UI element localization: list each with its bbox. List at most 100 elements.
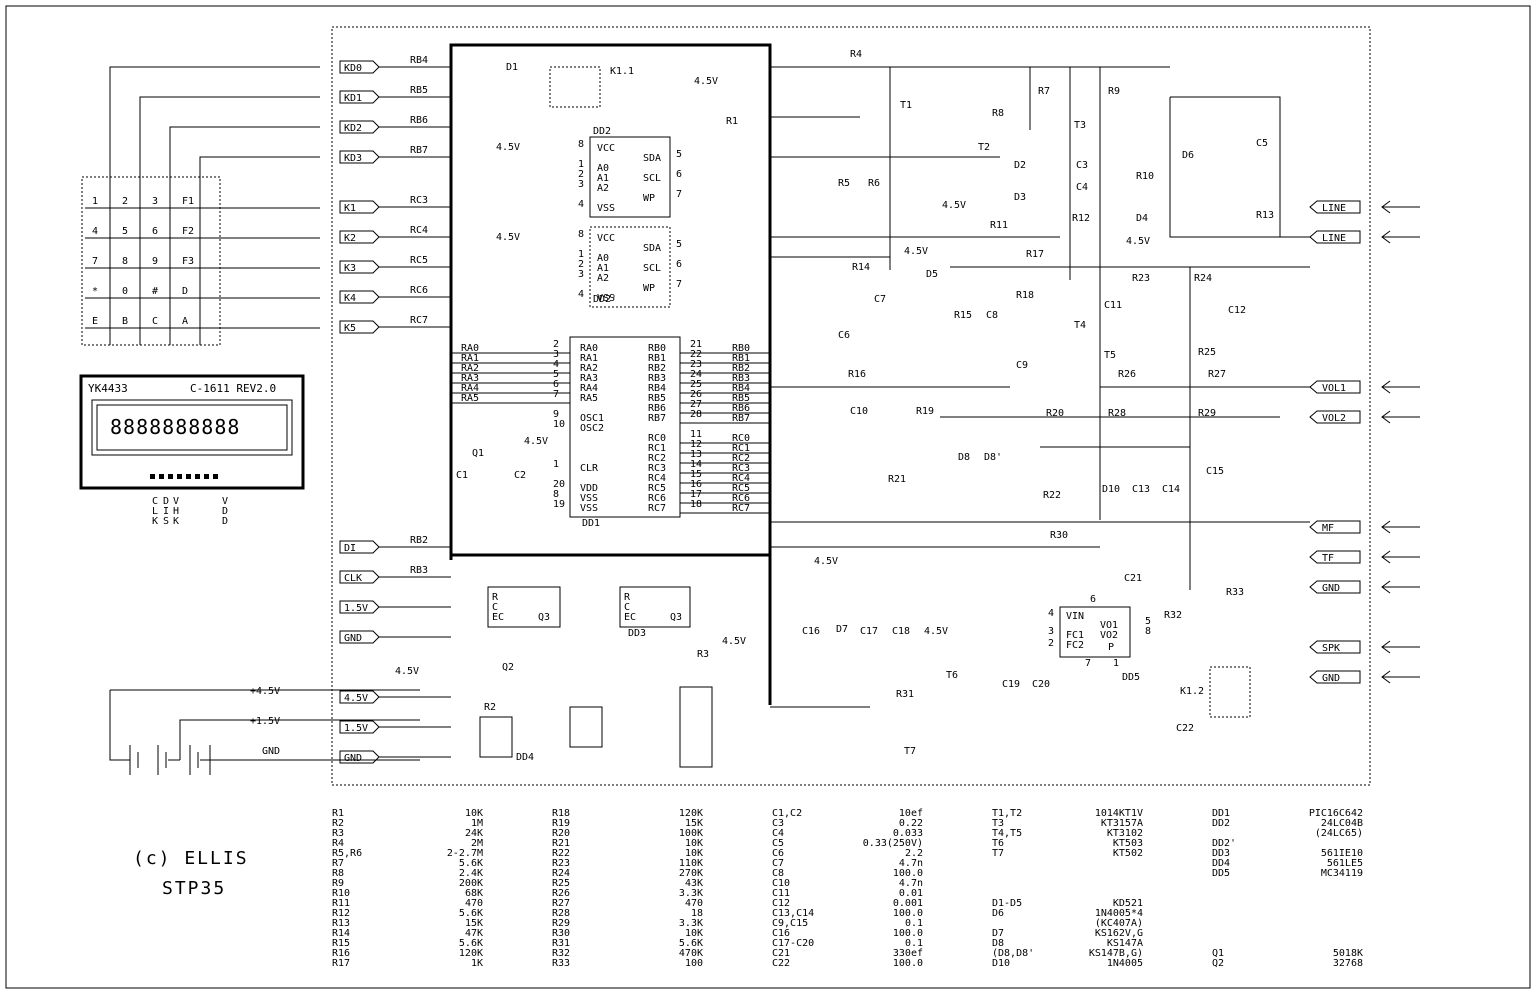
voltage-label: 4.5V — [395, 666, 419, 677]
component-label: D8 — [958, 452, 970, 463]
dd1-pin-number: 26 — [690, 389, 702, 400]
part-ref: R4 — [332, 838, 344, 849]
component-label: R17 — [1026, 249, 1044, 260]
keypad-key: D — [182, 286, 188, 297]
port-pin: RB3 — [410, 565, 428, 576]
bus-label: RB1 — [732, 353, 750, 364]
dd1-pin-number: 20 — [553, 479, 565, 490]
dd1-pin-name: RA4 — [580, 383, 598, 394]
port-tag: 1.5V — [344, 723, 368, 734]
component-label: R28 — [1108, 408, 1126, 419]
component-label: T1 — [900, 100, 912, 111]
board-outline — [331, 26, 1371, 786]
bus-label: RC3 — [732, 463, 750, 474]
port-tag: SPK — [1322, 643, 1340, 654]
part-value: 10ef — [899, 808, 923, 819]
wire — [1381, 200, 1420, 214]
lcd-pin-letter: I — [163, 506, 169, 517]
part-ref: Q2 — [1212, 958, 1224, 969]
component-label: D7 — [836, 624, 848, 635]
component-label: Q1 — [472, 448, 484, 459]
port-tag: LINE — [1322, 203, 1346, 214]
dd1-pin-number: 16 — [690, 479, 702, 490]
part-ref: C4 — [772, 828, 784, 839]
port-pin: RC4 — [410, 225, 428, 236]
part-value: 0.01 — [899, 888, 923, 899]
port-tag: K4 — [344, 293, 356, 304]
port-tag: GND — [1322, 583, 1340, 594]
dd2-pin-name: VSS — [597, 203, 615, 214]
part-value: 100.0 — [893, 928, 923, 939]
wire — [339, 320, 380, 334]
port-tag: KD3 — [344, 153, 362, 164]
part-ref: C8 — [772, 868, 784, 879]
component-label: C16 — [802, 626, 820, 637]
port-tag: GND — [344, 753, 362, 764]
voltage-label: 4.5V — [904, 246, 928, 257]
keypad — [81, 176, 221, 346]
bus-label: RA2 — [461, 363, 479, 374]
part-ref: R8 — [332, 868, 344, 879]
component-label: T4 — [1074, 320, 1086, 331]
lcd-pin-letter: D — [222, 516, 228, 527]
wire — [1381, 550, 1420, 564]
wire — [339, 120, 380, 134]
bus-label: RA1 — [461, 353, 479, 364]
wire — [169, 126, 320, 345]
part-value: 24K — [465, 828, 483, 839]
bus-label: RC4 — [732, 473, 750, 484]
part-ref: R9 — [332, 878, 344, 889]
port-tag: GND — [344, 633, 362, 644]
dd2-pin-name: VSS — [597, 293, 615, 304]
component-label: R5 — [838, 178, 850, 189]
dd2-pin-number: 7 — [676, 279, 682, 290]
part-value: KT3102 — [1107, 828, 1143, 839]
part-ref: C1,C2 — [772, 808, 802, 819]
port-pin: RB4 — [410, 55, 428, 66]
dd5-pin-number: 6 — [1090, 594, 1096, 605]
part-value: 1N4005 — [1107, 958, 1143, 969]
part-value: 10K — [685, 838, 703, 849]
wiring — [479, 66, 1310, 768]
part-ref: C17-C20 — [772, 938, 814, 949]
wire — [1309, 380, 1361, 394]
dd3-pin-name: Q3 — [538, 612, 550, 623]
dd2-pin-name: A0 — [597, 163, 609, 174]
port-pin: RB5 — [410, 85, 428, 96]
part-ref: DD4 — [1212, 858, 1230, 869]
dd2-pin-number: 4 — [578, 289, 584, 300]
part-value: 2M — [471, 838, 483, 849]
dd5-name: DD5 — [1122, 672, 1140, 683]
dd1-pin-number: 27 — [690, 399, 702, 410]
dd3-pin-name: R — [492, 592, 499, 603]
voltage-label: 4.5V — [496, 142, 520, 153]
lcd-pin-letter: D — [222, 506, 228, 517]
part-value: 4.7n — [899, 858, 923, 869]
dd2-pin-name: SCL — [643, 263, 661, 274]
part-value: KS147A — [1107, 938, 1143, 949]
part-ref: R23 — [552, 858, 570, 869]
lcd-revision: C-1611 REV2.0 — [190, 382, 276, 395]
part-ref: R1 — [332, 808, 344, 819]
part-ref: D1-D5 — [992, 898, 1022, 909]
component-label: C11 — [1104, 300, 1122, 311]
dd2-pin-name: SDA — [643, 243, 661, 254]
part-value: KS147B,G) — [1089, 948, 1143, 959]
part-value: 5.6K — [459, 858, 483, 869]
part-ref: (D8,D8' — [992, 948, 1034, 959]
component-label: D8' — [984, 452, 1002, 463]
battery-15v: +1.5V — [250, 716, 280, 727]
component-label: R15 — [954, 310, 972, 321]
part-value: 2.2 — [905, 848, 923, 859]
component-label: R2 — [484, 702, 496, 713]
component-label: C8 — [986, 310, 998, 321]
dd5-pin-name: FC2 — [1066, 640, 1084, 651]
part-value: 1014KT1V — [1095, 808, 1143, 819]
dd5-pin-name: VO2 — [1100, 630, 1118, 641]
part-ref: D10 — [992, 958, 1010, 969]
part-ref: R17 — [332, 958, 350, 969]
component-label: T5 — [1104, 350, 1116, 361]
